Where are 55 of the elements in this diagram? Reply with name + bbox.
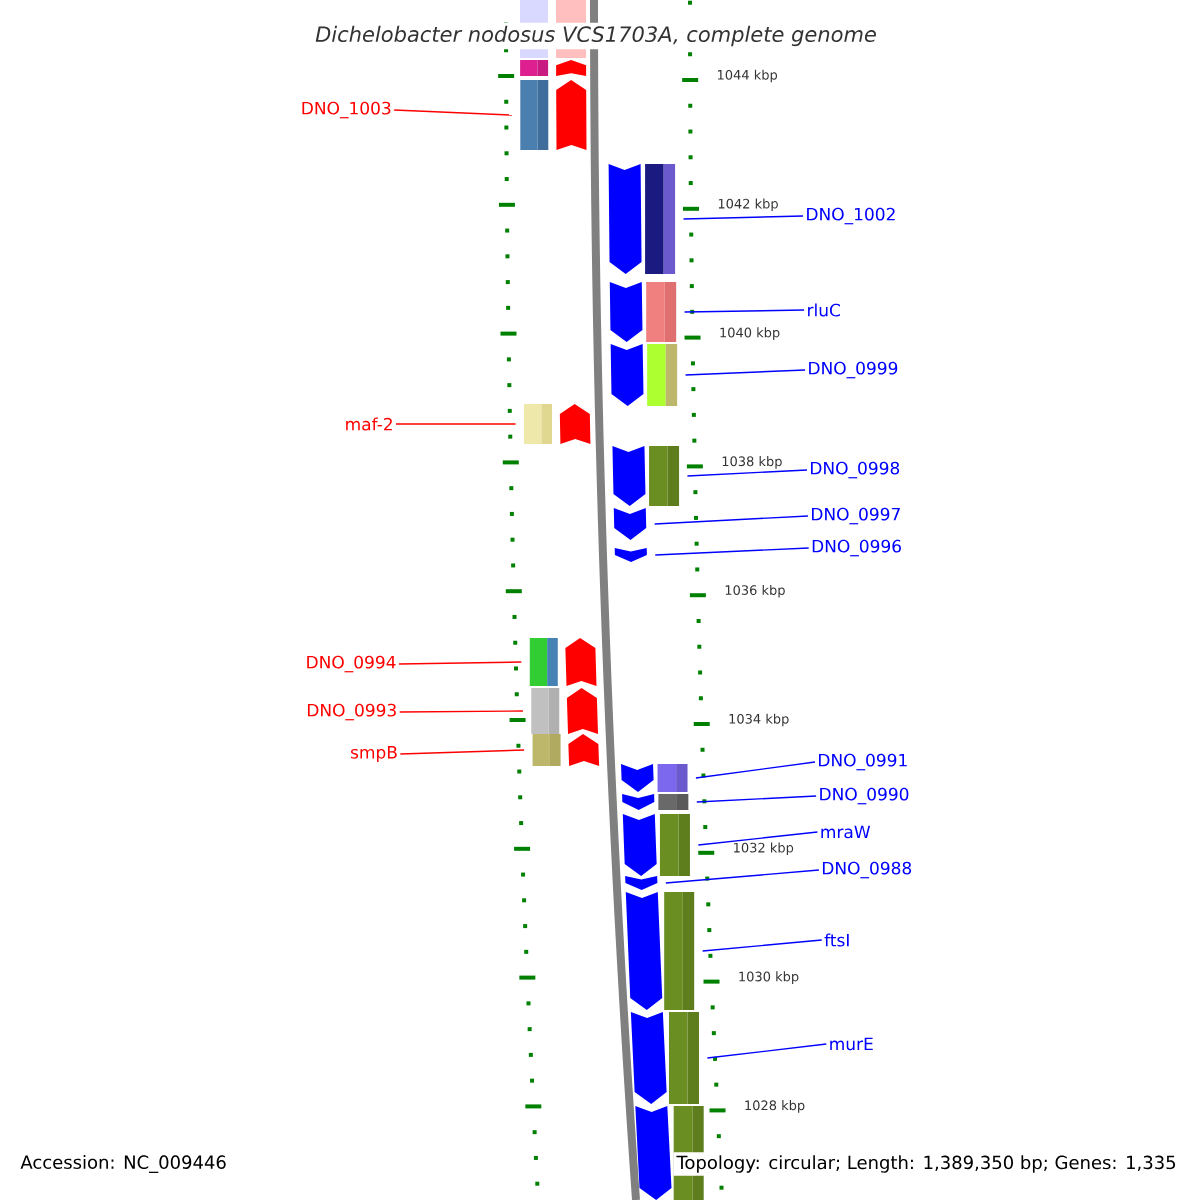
leader-line (684, 369, 806, 376)
leader-line (706, 1043, 828, 1059)
gene-label: murE (830, 1037, 873, 1051)
gene-block (609, 282, 677, 342)
gene-block (612, 446, 680, 506)
gene-block (622, 794, 689, 810)
gene-label: DNO_1002 (807, 207, 895, 225)
footer-text: Topology: circular; Length: 1,389,350 bp; Genes: 1,335 (673, 1152, 1180, 1176)
leader-line (654, 547, 810, 556)
gene-label: DNO_0988 (822, 861, 912, 879)
leader-line (683, 309, 805, 313)
leader-line (686, 469, 808, 477)
leader-line (398, 710, 524, 713)
leader-line (665, 869, 820, 884)
gene-block (622, 814, 690, 876)
gene-label: DNO_1003 (302, 101, 391, 119)
leader-line (701, 939, 823, 952)
gene-label: DNO_0999 (809, 361, 898, 379)
gene-block (532, 734, 600, 766)
gene-label: DNO_0990 (820, 787, 909, 805)
leader-line (696, 795, 817, 803)
gene-block (524, 404, 591, 444)
leader-line (697, 831, 819, 846)
gene-label: DNO_0997 (812, 507, 900, 525)
gene-label: DNO_0994 (307, 655, 396, 673)
leader-line (395, 423, 517, 425)
gene-block (625, 892, 695, 1010)
gene-block (520, 80, 587, 150)
gene-label: DNO_0993 (307, 703, 396, 721)
leader-line (695, 761, 816, 779)
gene-label: smpB (351, 746, 397, 762)
gene-block (625, 876, 658, 890)
gene-block (613, 508, 647, 540)
leader-line (653, 515, 809, 525)
gene-block (610, 344, 678, 406)
gene-block (630, 1012, 699, 1104)
leader-line (682, 215, 804, 220)
gene-label: maf-2 (346, 417, 392, 431)
title: Dichelobacter nodosus VCS1703A, complete genome (312, 22, 880, 50)
footer-text: Accession: NC_009446 (20, 1155, 226, 1173)
gene-label: rluC (808, 303, 840, 317)
leader-line (399, 749, 525, 755)
gene-block (529, 638, 597, 686)
gene-label: DNO_0991 (819, 753, 907, 771)
gene-label: ftsI (824, 933, 849, 947)
leader-line (398, 661, 523, 665)
gene-label: mraW (821, 825, 871, 839)
gene-label: DNO_0998 (811, 461, 900, 479)
gene-label: DNO_0996 (812, 539, 901, 557)
gene-block (621, 764, 688, 792)
gene-block (608, 164, 676, 274)
leader-line (393, 109, 513, 116)
gene-block (614, 548, 647, 562)
gene-block (531, 688, 599, 734)
gene-block (520, 60, 587, 76)
